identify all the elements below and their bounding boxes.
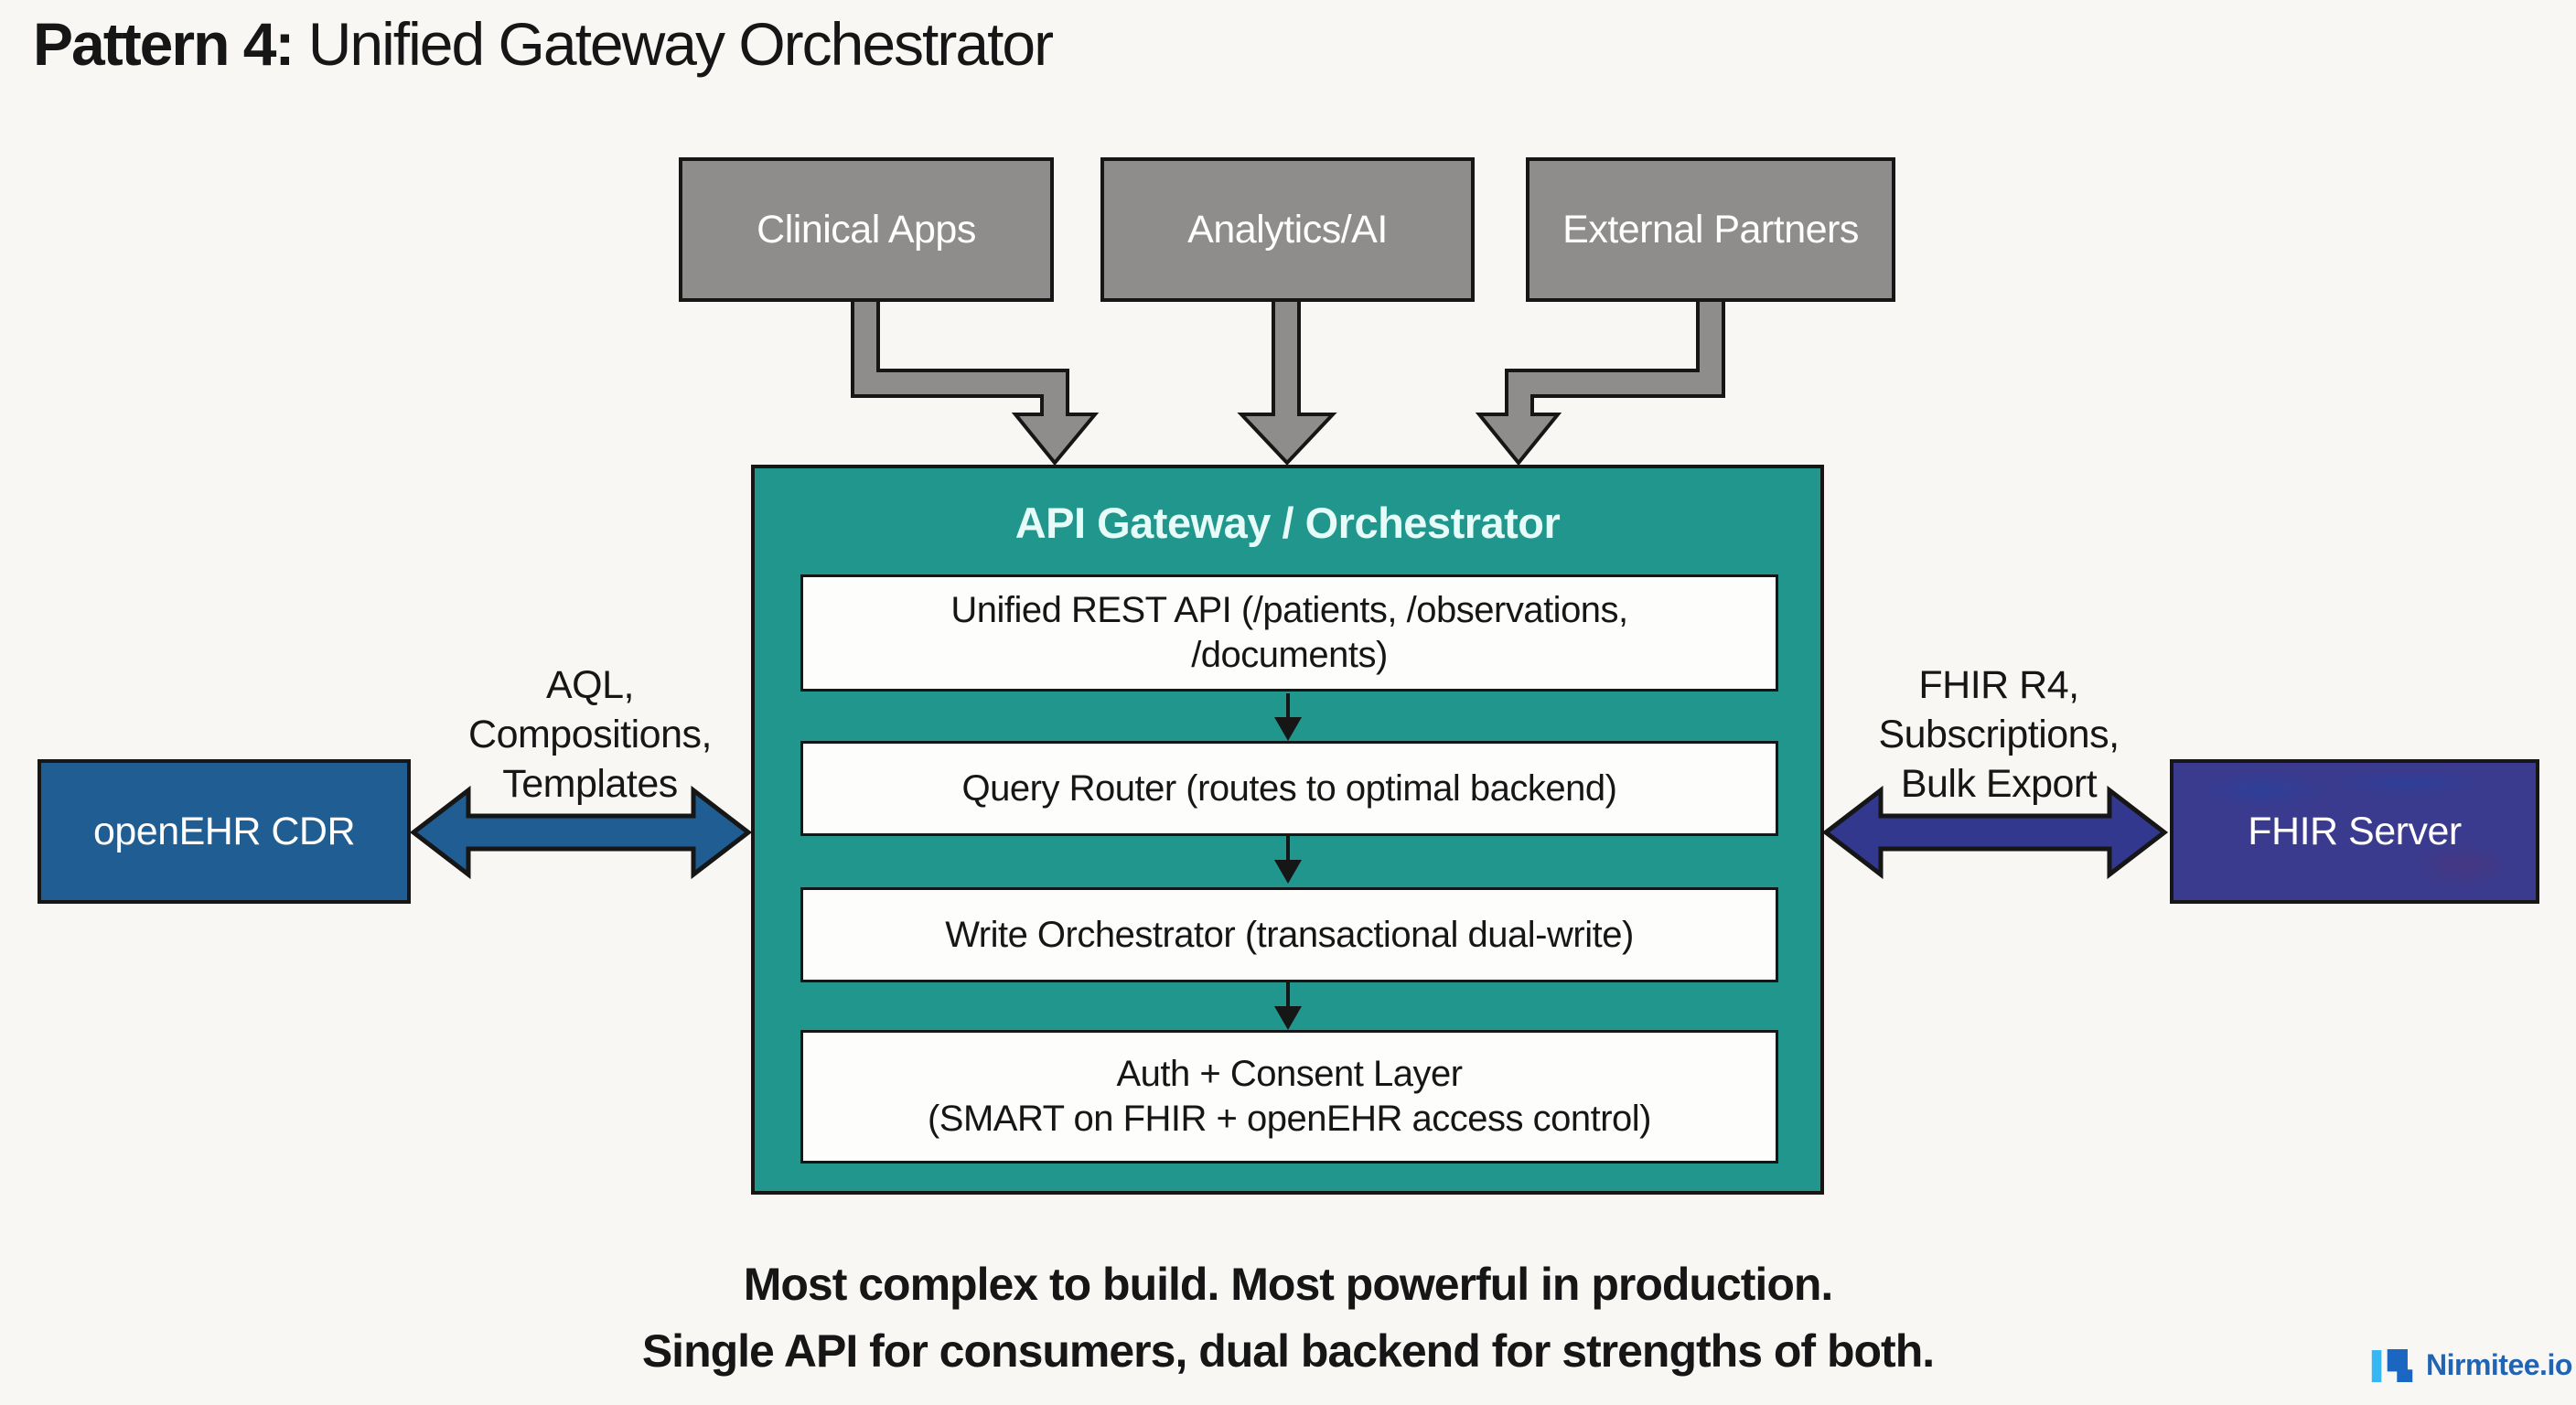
layer-query-router: Query Router (routes to optimal backend)	[800, 741, 1778, 836]
layer-write-orchestrator: Write Orchestrator (transactional dual-w…	[800, 887, 1778, 982]
layer-unified-rest-api-line2: /documents)	[1191, 635, 1388, 675]
page-title: Pattern 4: Unified Gateway Orchestrator	[33, 9, 1054, 79]
layer-auth-consent-line2: (SMART on FHIR + openEHR access control)	[927, 1099, 1652, 1139]
layer-write-orchestrator-line1: Write Orchestrator (transactional dual-w…	[945, 914, 1634, 955]
box-analytics-ai: Analytics/AI	[1100, 157, 1475, 302]
api-gateway-container: API Gateway / Orchestrator Unified REST …	[751, 465, 1824, 1195]
layer-unified-rest-api: Unified REST API (/patients, /observatio…	[800, 574, 1778, 692]
box-fhir-server-label: FHIR Server	[2248, 809, 2462, 853]
nirmitee-logo-icon	[2371, 1348, 2413, 1382]
box-external-partners: External Partners	[1526, 157, 1895, 302]
left-arrow-label: AQL, Compositions, Templates	[407, 660, 773, 809]
box-fhir-server: FHIR Server	[2170, 759, 2539, 904]
api-gateway-title: API Gateway / Orchestrator	[1014, 499, 1561, 547]
right-arrow-label-line3: Bulk Export	[1900, 762, 2098, 806]
footer-note-line2: Single API for consumers, dual backend f…	[641, 1325, 1935, 1377]
external-partners-down-arrow	[1475, 298, 1725, 467]
page-title-rest: Unified Gateway Orchestrator	[293, 10, 1054, 78]
footer-note: Most complex to build. Most powerful in …	[0, 1251, 2576, 1385]
box-analytics-ai-label: Analytics/AI	[1187, 207, 1388, 252]
layer-auth-consent-line1: Auth + Consent Layer	[1116, 1054, 1463, 1094]
box-clinical-apps: Clinical Apps	[679, 157, 1054, 302]
right-arrow-label-line1: FHIR R4,	[1918, 663, 2079, 707]
box-external-partners-label: External Partners	[1562, 207, 1859, 252]
footer-note-line1: Most complex to build. Most powerful in …	[743, 1259, 1834, 1310]
layer-auth-consent: Auth + Consent Layer (SMART on FHIR + op…	[800, 1030, 1778, 1164]
right-arrow-label-line2: Subscriptions,	[1878, 713, 2120, 756]
nirmitee-logo: Nirmitee.io	[2371, 1348, 2572, 1382]
page-title-prefix: Pattern 4:	[33, 10, 295, 78]
analytics-ai-down-arrow	[1237, 298, 1337, 466]
box-openehr-cdr-label: openEHR CDR	[92, 809, 356, 853]
left-arrow-label-line2: Compositions,	[468, 713, 712, 756]
left-arrow-label-line3: Templates	[502, 762, 678, 806]
layer-query-router-line1: Query Router (routes to optimal backend)	[961, 767, 1617, 809]
nirmitee-logo-text: Nirmitee.io	[2426, 1348, 2572, 1381]
clinical-apps-down-arrow	[851, 298, 1100, 467]
layer-unified-rest-api-line1: Unified REST API (/patients, /observatio…	[950, 590, 1628, 630]
box-clinical-apps-label: Clinical Apps	[757, 207, 976, 252]
box-openehr-cdr: openEHR CDR	[38, 759, 411, 904]
right-arrow-label: FHIR R4, Subscriptions, Bulk Export	[1816, 660, 2182, 809]
left-arrow-label-line1: AQL,	[546, 663, 635, 707]
